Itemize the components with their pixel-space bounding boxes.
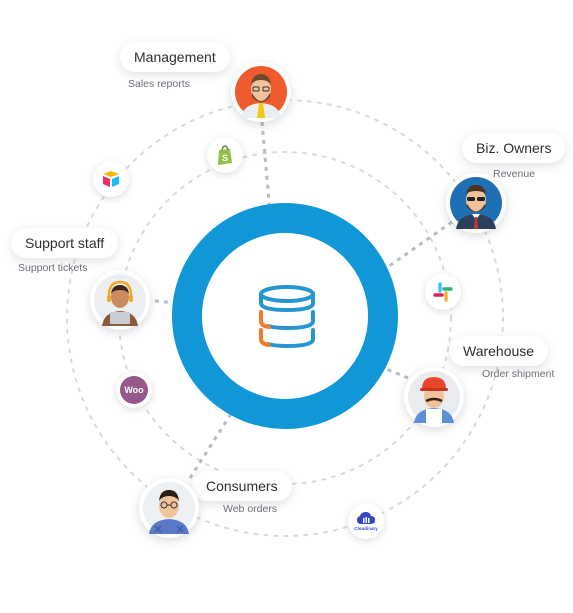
woocommerce-app-icon: Woo (116, 372, 152, 408)
consumers-avatar (139, 478, 199, 538)
woocommerce-badge: Woo (120, 376, 148, 404)
biz-owners-sub: Revenue (493, 168, 536, 180)
biz-owners-bubble: Biz. Owners (462, 133, 566, 163)
management-label: Management (134, 49, 216, 65)
biz-owners-avatar (446, 173, 506, 233)
consumers-sub: Web orders (223, 503, 278, 515)
support-bubble: Support staff (11, 228, 119, 258)
management-avatar (231, 62, 291, 122)
cloudinary-text: Cloudinary (354, 525, 378, 531)
support-avatar (90, 270, 150, 330)
support-sub: Support tickets (18, 262, 88, 274)
consumers-label: Consumers (206, 478, 278, 494)
connector-management (260, 121, 272, 213)
woocommerce-text: Woo (124, 385, 144, 395)
biz-owners-label: Biz. Owners (476, 140, 552, 156)
airtable-app-icon (93, 161, 129, 197)
central-ring (172, 203, 398, 429)
warehouse-avatar (404, 367, 464, 427)
warehouse-sub: Order shipment (482, 368, 555, 380)
management-sub: Sales reports (128, 78, 190, 90)
svg-text:S: S (222, 153, 228, 163)
database-icon (259, 285, 315, 349)
warehouse-bubble: Warehouse (449, 336, 549, 366)
management-bubble: Management (120, 42, 230, 72)
cloudinary-app-icon: Cloudinary (348, 503, 384, 539)
consumers-bubble: Consumers (192, 471, 292, 501)
slack-app-icon (425, 274, 461, 310)
cloud-icon (356, 511, 375, 524)
warehouse-label: Warehouse (463, 343, 535, 359)
shopify-app-icon: S (207, 137, 243, 173)
support-label: Support staff (25, 235, 105, 251)
outer-orbit (66, 99, 504, 537)
